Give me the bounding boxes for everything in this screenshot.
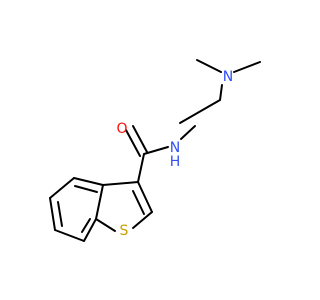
bond-c5-c6-inner (57, 201, 63, 227)
bond-c3a-c7a (95, 184, 104, 220)
bond-namine-me2 (233, 61, 261, 73)
bond-c2-s (132, 211, 153, 229)
bond-namide-ch2 (180, 125, 196, 140)
bond-carbonyl-double-b (132, 125, 148, 153)
bond-c6-c7 (54, 229, 85, 242)
bond-c3-c2 (137, 181, 153, 213)
bond-c4-c5 (49, 177, 75, 199)
bond-c7-c7a (83, 218, 97, 242)
amide-nitrogen-label: N (170, 140, 180, 156)
bonds (49, 59, 261, 242)
atom-labels: O N H N S (116, 69, 233, 239)
bond-c5-c6 (49, 197, 56, 231)
bond-c7-c7a-inner (81, 218, 91, 233)
amine-nitrogen-label: N (223, 69, 233, 85)
bond-c3-c2-inner (132, 190, 145, 215)
bond-c-c3 (137, 153, 145, 183)
bond-c3a-c4-inner (74, 185, 98, 193)
bond-c-namide (143, 146, 169, 155)
bond-s-c7a (95, 218, 116, 232)
sulfur-label: S (120, 223, 129, 239)
amide-hydrogen-label: H (170, 154, 181, 170)
oxygen-label: O (116, 121, 127, 137)
bond-ch2-namine (219, 84, 223, 101)
bond-c3-c3a (102, 181, 139, 186)
bond-namine-me1 (196, 59, 222, 73)
molecule-structure: O N H N S (49, 59, 261, 242)
bond-carbonyl-double-a (125, 129, 141, 157)
bond-c3a-c4 (73, 177, 104, 186)
bond-ch2-ch2 (179, 99, 221, 124)
